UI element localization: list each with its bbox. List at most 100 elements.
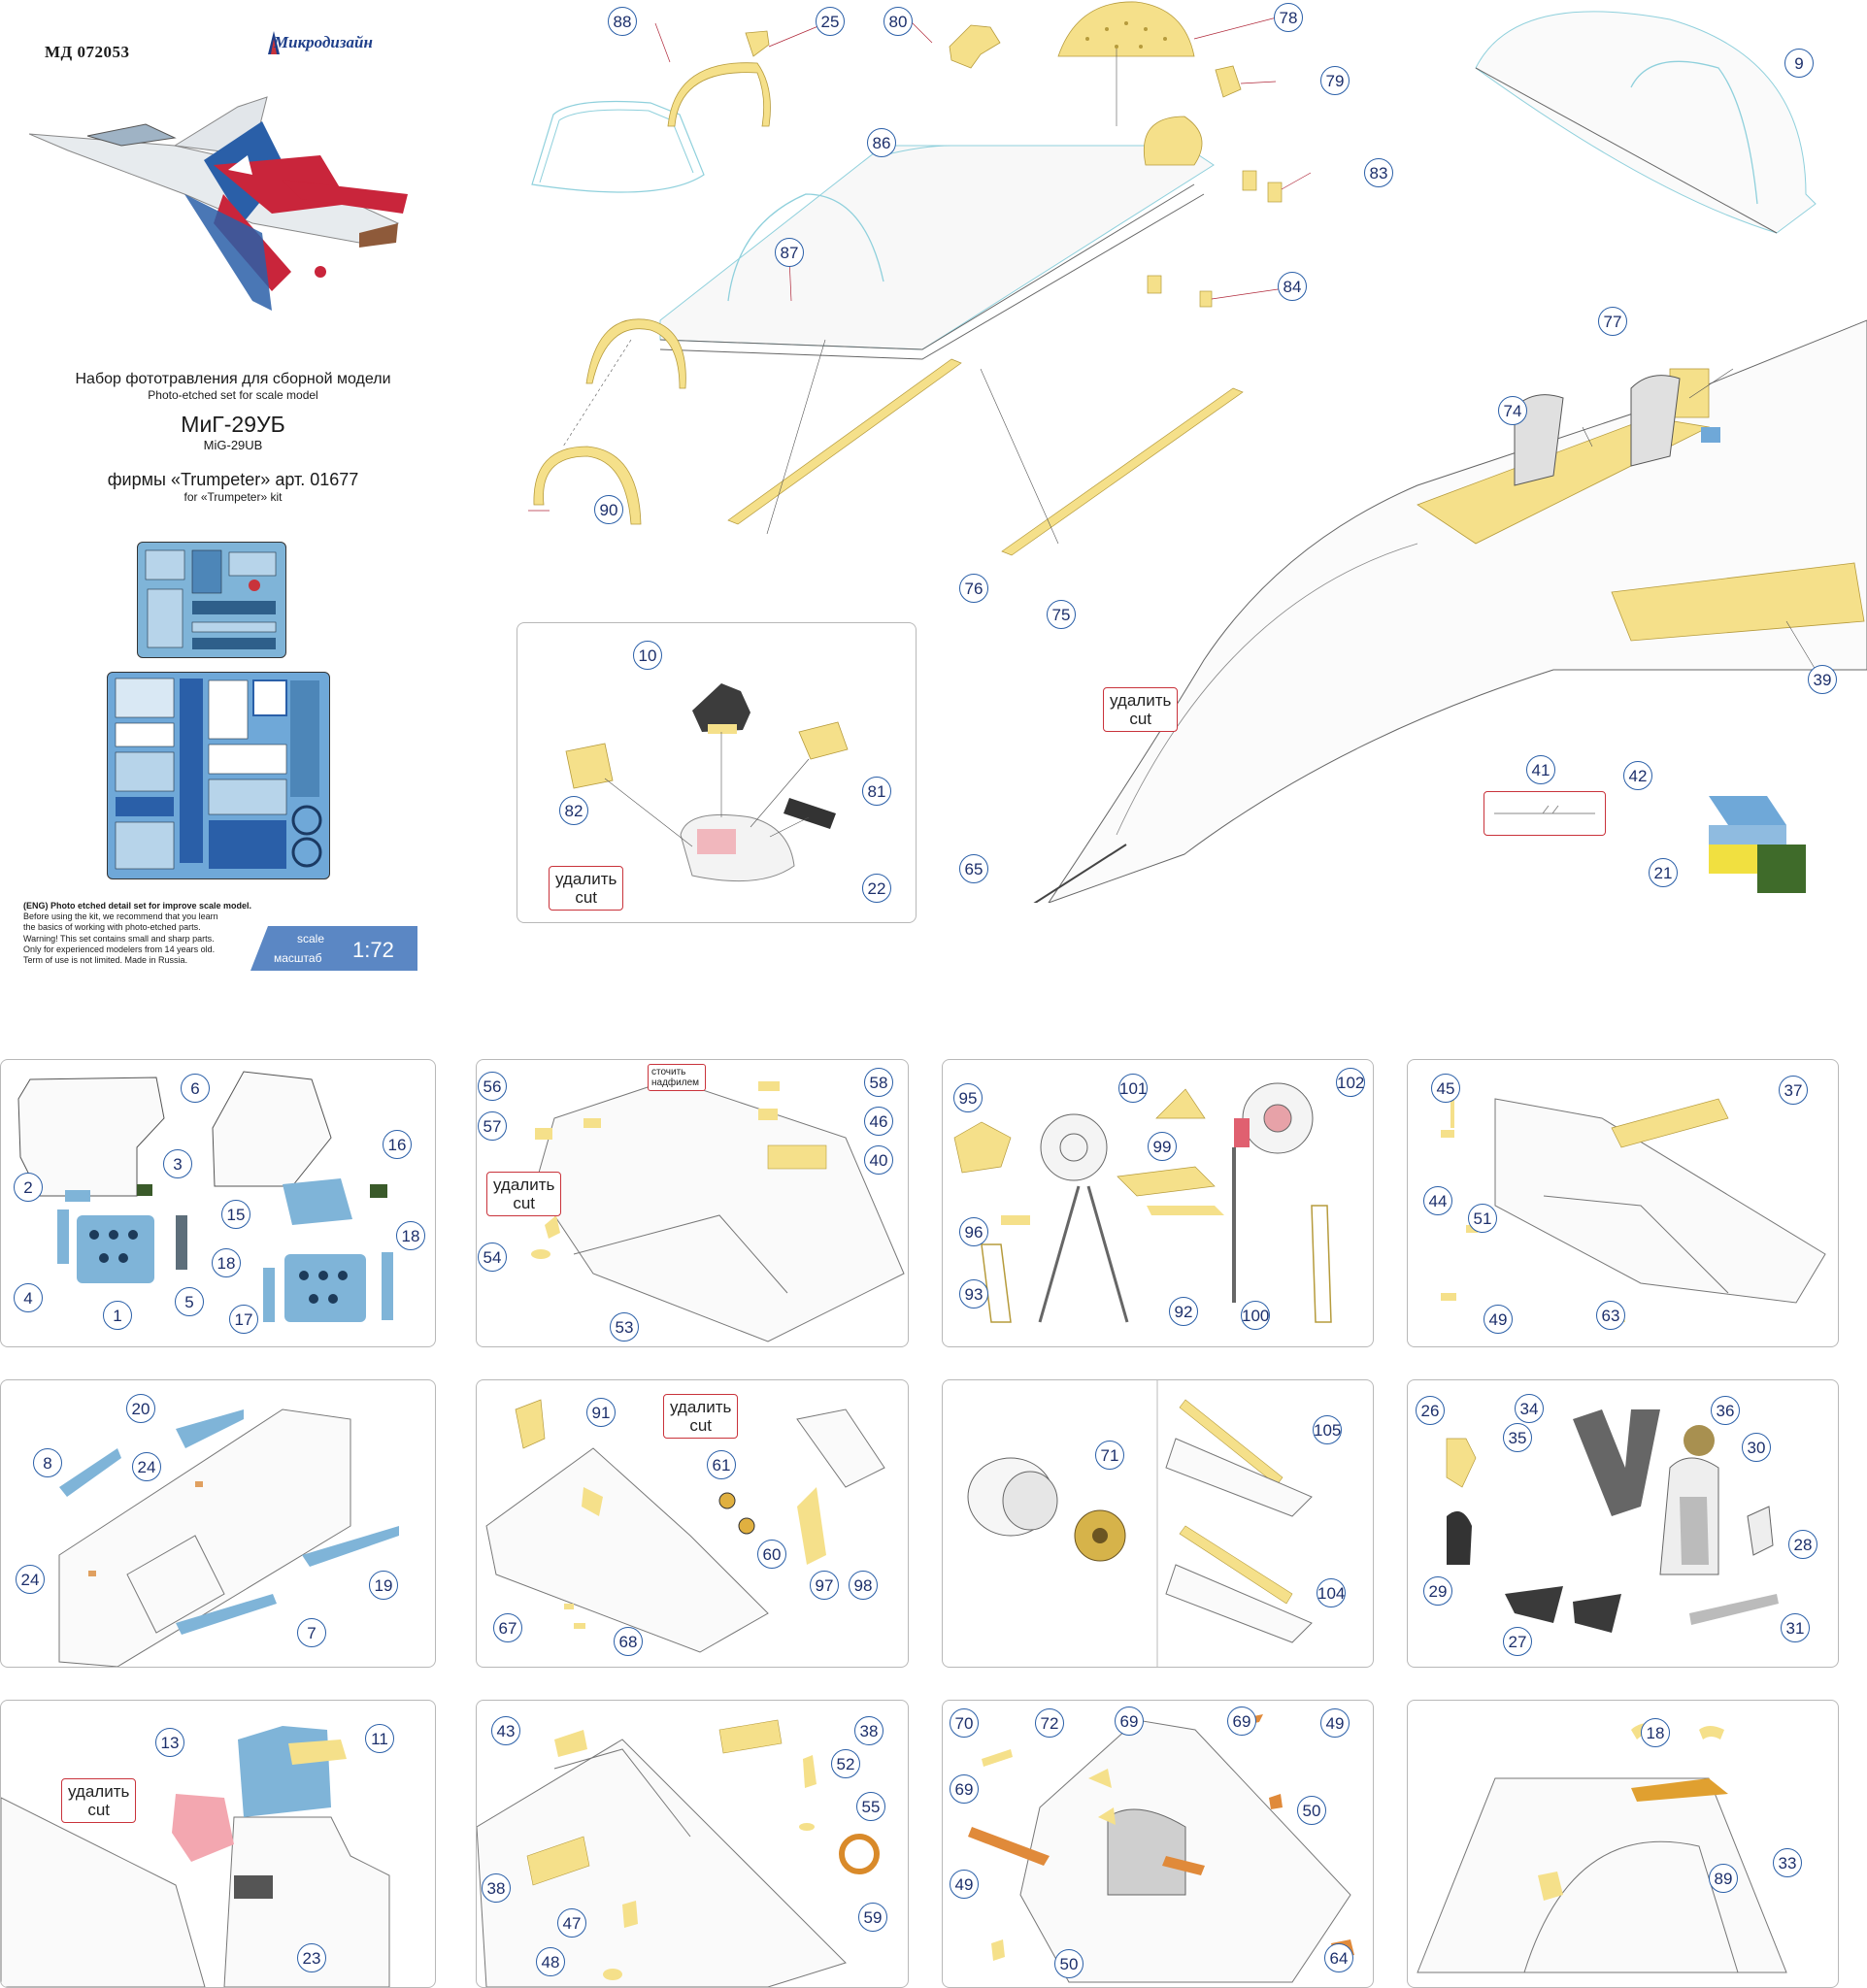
callout-98: 98 [849, 1571, 878, 1600]
cut-label: удалить cut [486, 1172, 562, 1216]
callout-49: 49 [950, 1870, 979, 1899]
callout-88: 88 [608, 7, 637, 36]
callout-8: 8 [33, 1448, 62, 1477]
callout-60: 60 [757, 1540, 786, 1569]
disclaimer-line: the basics of working with photo-etched … [23, 922, 201, 933]
panel-engine-pylons [942, 1379, 1374, 1668]
callout-75: 75 [1047, 600, 1076, 629]
scale-badge: scale масштаб 1:72 [250, 926, 417, 971]
callout-18: 18 [1641, 1718, 1670, 1747]
callout-72: 72 [1035, 1708, 1064, 1738]
callout-91: 91 [586, 1398, 616, 1427]
panel-intake-details: удалить cut [476, 1379, 909, 1668]
brand-logo-icon [268, 31, 280, 54]
callout-53: 53 [610, 1312, 639, 1342]
disclaimer-line: Term of use is not limited. Made in Russ… [23, 955, 188, 966]
callout-21: 21 [1649, 858, 1678, 887]
cut-label-ru: удалить [670, 1398, 732, 1416]
callout-18: 18 [396, 1221, 425, 1250]
callout-28: 28 [1788, 1530, 1817, 1559]
model-name-ru: МиГ-29УБ [181, 412, 285, 437]
callout-18: 18 [212, 1248, 241, 1277]
panel-canopy-frame [1407, 1700, 1839, 1988]
callout-70: 70 [950, 1708, 979, 1738]
callout-69: 69 [1227, 1706, 1256, 1736]
callout-17: 17 [229, 1305, 258, 1334]
callout-20: 20 [126, 1394, 155, 1423]
callout-105: 105 [1313, 1415, 1342, 1444]
callout-92: 92 [1169, 1297, 1198, 1326]
callout-55: 55 [856, 1792, 885, 1821]
callout-29: 29 [1423, 1576, 1452, 1606]
callout-81: 81 [862, 777, 891, 806]
callout-61: 61 [707, 1450, 736, 1479]
callout-27: 27 [1503, 1627, 1532, 1656]
disclaimer-line: Warning! This set contains small and sha… [23, 933, 215, 944]
kit-ref-en: for «Trumpeter» kit [183, 490, 283, 504]
callout-45: 45 [1431, 1074, 1460, 1103]
callout-7: 7 [297, 1618, 326, 1647]
callout-69: 69 [1115, 1706, 1144, 1736]
cut-label: удалить cut [663, 1394, 739, 1439]
callout-24: 24 [16, 1565, 45, 1594]
callout-19: 19 [369, 1571, 398, 1600]
disclaimer-text: (ENG) Photo etched detail set for improv… [23, 901, 285, 966]
callout-99: 99 [1148, 1132, 1177, 1161]
scale-label-en: scale [297, 932, 325, 945]
callout-95: 95 [953, 1083, 983, 1112]
callout-22: 22 [862, 874, 891, 903]
callout-82: 82 [559, 796, 588, 825]
callout-104: 104 [1317, 1578, 1346, 1607]
detail-inset-box [1484, 791, 1606, 836]
callout-59: 59 [858, 1903, 887, 1932]
brand-name: Микродизайн [274, 33, 373, 51]
callout-77: 77 [1598, 307, 1627, 336]
kit-ref-ru: фирмы «Trumpeter» арт. 01677 [107, 470, 359, 489]
fret-sheet-large [107, 672, 330, 879]
callout-36: 36 [1711, 1396, 1740, 1425]
callout-54: 54 [478, 1242, 507, 1272]
nose-cockpit-diagram [1033, 11, 1867, 903]
callout-84: 84 [1278, 272, 1307, 301]
panel-seat-detail: удалить cut [517, 622, 917, 923]
callout-24: 24 [132, 1452, 161, 1481]
callout-87: 87 [775, 238, 804, 267]
callout-71: 71 [1095, 1441, 1124, 1470]
callout-39: 39 [1808, 665, 1837, 694]
callout-100: 100 [1241, 1301, 1270, 1330]
callout-46: 46 [864, 1107, 893, 1136]
callout-68: 68 [614, 1627, 643, 1656]
disclaimer-line: Before using the kit, we recommend that … [23, 911, 218, 922]
callout-89: 89 [1709, 1864, 1738, 1893]
canopy-assembly-diagram [528, 1, 1312, 556]
callout-65: 65 [959, 854, 988, 883]
cut-label-ru: удалить [68, 1782, 130, 1801]
callout-97: 97 [810, 1571, 839, 1600]
callout-26: 26 [1416, 1396, 1445, 1425]
cut-label-ru: удалить [493, 1176, 555, 1194]
callout-80: 80 [883, 7, 913, 36]
callout-40: 40 [864, 1145, 893, 1175]
callout-13: 13 [155, 1728, 184, 1757]
callout-102: 102 [1336, 1068, 1365, 1097]
callout-33: 33 [1773, 1848, 1802, 1877]
panel-rear-shroud: удалить cut [0, 1700, 436, 1988]
callout-57: 57 [478, 1111, 507, 1141]
callout-25: 25 [816, 7, 845, 36]
callout-2: 2 [14, 1173, 43, 1202]
callout-9: 9 [1784, 49, 1814, 78]
cut-label: удалить cut [61, 1778, 137, 1823]
callout-58: 58 [864, 1068, 893, 1097]
callout-47: 47 [557, 1908, 586, 1938]
cut-label-en: cut [513, 1194, 536, 1212]
callout-38: 38 [482, 1873, 511, 1903]
panel-underside-details: удалить cut сточить надфилем [476, 1059, 909, 1347]
cut-label-en: cut [1129, 710, 1152, 728]
callout-35: 35 [1503, 1423, 1532, 1452]
cut-label: удалить cut [1103, 687, 1179, 732]
callout-51: 51 [1468, 1204, 1497, 1233]
aircraft-illustration [29, 96, 408, 311]
callout-31: 31 [1781, 1613, 1810, 1642]
callout-43: 43 [491, 1716, 520, 1745]
callout-93: 93 [959, 1279, 988, 1309]
